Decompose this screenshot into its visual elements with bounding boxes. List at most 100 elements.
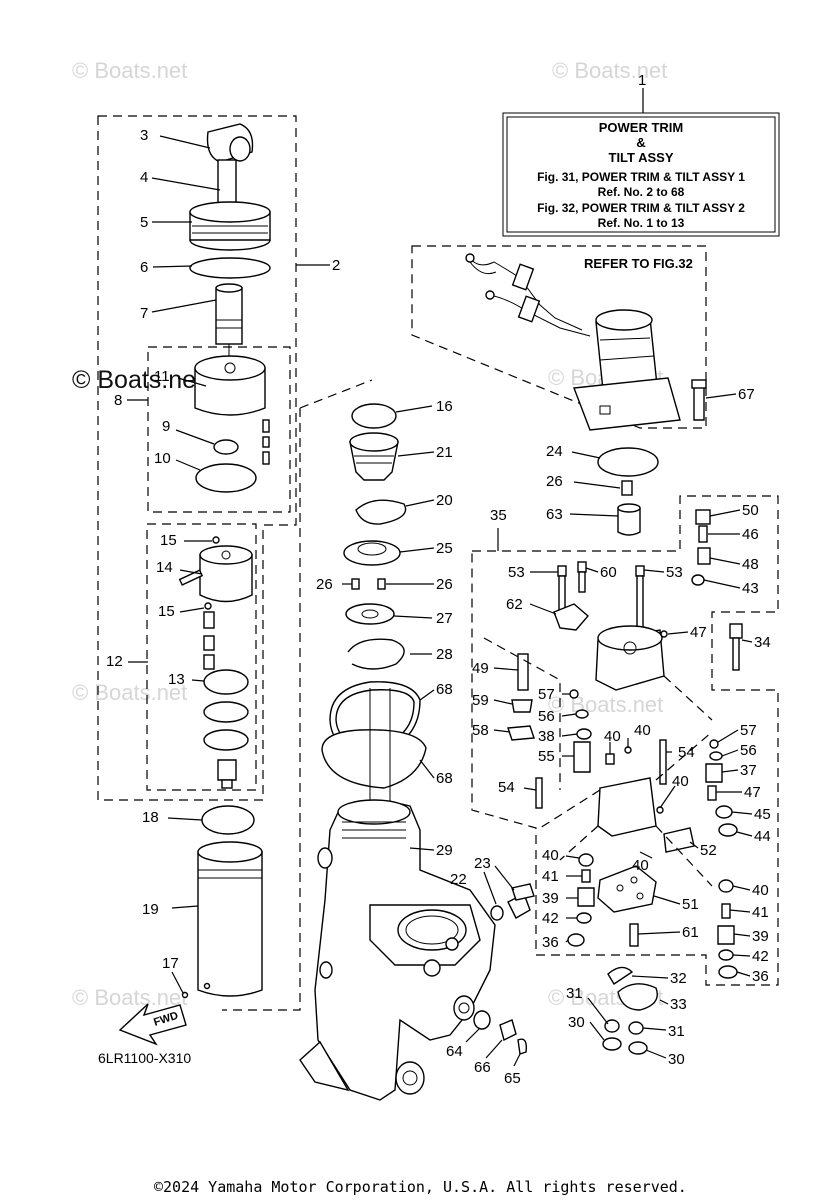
callout-57: 57 [538, 686, 555, 703]
ref-line-2: Fig. 32, POWER TRIM & TILT ASSY 2 [537, 201, 745, 215]
callout-26: 26 [436, 576, 453, 593]
callout-65: 65 [504, 1070, 521, 1087]
callout-58: 58 [472, 722, 489, 739]
callout-3: 3 [140, 127, 148, 144]
watermark: © Boats.net [548, 692, 663, 717]
fwd-badge: FWD [118, 1003, 187, 1046]
callout-54: 54 [498, 779, 515, 796]
free-piston [194, 355, 270, 493]
watermark: © Boats.net [72, 680, 187, 705]
callout-53: 53 [508, 564, 525, 581]
watermarks: © Boats.net © Boats.net © Boats.net © Bo… [72, 58, 667, 1010]
refer-label: REFER TO FIG.32 [584, 256, 693, 271]
callout-numbers: 1 2 3 4 5 6 7 8 9 10 11 12 13 14 15 15 1… [106, 72, 771, 1087]
watermark: © Boats.net [72, 58, 187, 83]
callout-53: 53 [666, 564, 683, 581]
callout-56: 56 [538, 708, 555, 725]
callout-15: 15 [158, 603, 175, 620]
title-line-2: & [636, 135, 645, 150]
callout-30: 30 [668, 1051, 685, 1068]
callout-61: 61 [682, 924, 699, 941]
callout-15: 15 [160, 532, 177, 549]
callout-66: 66 [474, 1059, 491, 1076]
callout-67: 67 [738, 386, 755, 403]
callout-8: 8 [114, 392, 122, 409]
callout-63: 63 [546, 506, 563, 523]
callout-9: 9 [162, 418, 170, 435]
callout-27: 27 [436, 610, 453, 627]
callout-41: 41 [542, 868, 559, 885]
callout-24: 24 [546, 443, 563, 460]
callout-25: 25 [436, 540, 453, 557]
callout-37: 37 [740, 762, 757, 779]
copyright: ©2024 Yamaha Motor Corporation, U.S.A. A… [154, 1178, 687, 1196]
callout-36: 36 [542, 934, 559, 951]
title-line-1: POWER TRIM [599, 120, 684, 135]
callout-34: 34 [754, 634, 771, 651]
callout-30: 30 [568, 1014, 585, 1031]
callout-40: 40 [542, 847, 559, 864]
callout-56: 56 [740, 742, 757, 759]
callout-2: 2 [332, 257, 340, 274]
callout-43: 43 [742, 580, 759, 597]
callout-6: 6 [140, 259, 148, 276]
callout-26: 26 [546, 473, 563, 490]
callout-13: 13 [168, 671, 185, 688]
callout-19: 19 [142, 901, 159, 918]
callout-45: 45 [754, 806, 771, 823]
ref-line-1-nos: Ref. No. 2 to 68 [598, 185, 685, 199]
watermark: © Boats.net [72, 985, 187, 1010]
pump-assembly [483, 447, 743, 1055]
callout-68: 68 [436, 681, 453, 698]
callout-46: 46 [742, 526, 759, 543]
callout-40: 40 [632, 857, 649, 874]
callout-28: 28 [436, 646, 453, 663]
callout-51: 51 [682, 896, 699, 913]
callout-23: 23 [474, 855, 491, 872]
callout-40: 40 [634, 722, 651, 739]
callout-10: 10 [154, 450, 171, 467]
callout-16: 16 [436, 398, 453, 415]
title-line-3: TILT ASSY [609, 150, 674, 165]
callout-1: 1 [638, 72, 646, 89]
callout-26: 26 [316, 576, 333, 593]
callout-17: 17 [162, 955, 179, 972]
callout-39: 39 [752, 928, 769, 945]
callout-59: 59 [472, 692, 489, 709]
callout-7: 7 [140, 305, 148, 322]
ref-line-1: Fig. 31, POWER TRIM & TILT ASSY 1 [537, 170, 745, 184]
callout-54: 54 [678, 744, 695, 761]
callout-68: 68 [436, 770, 453, 787]
callout-42: 42 [752, 948, 769, 965]
diagram-code: 6LR1100-X310 [98, 1050, 191, 1066]
watermark-dark: © Boats.net [72, 366, 203, 394]
callout-62: 62 [506, 596, 523, 613]
callout-52: 52 [700, 842, 717, 859]
callout-55: 55 [538, 748, 555, 765]
leader-lines [127, 135, 753, 1067]
callout-64: 64 [446, 1043, 463, 1060]
callout-11: 11 [154, 368, 170, 385]
callout-12: 12 [106, 653, 123, 670]
housing-fittings [473, 883, 535, 1055]
tilt-rod-assembly [189, 123, 271, 362]
callout-21: 21 [436, 444, 453, 461]
watermark: © Boats.net [552, 58, 667, 83]
callout-40: 40 [604, 728, 621, 745]
callout-4: 4 [140, 169, 148, 186]
callout-60: 60 [600, 564, 617, 581]
callout-14: 14 [156, 559, 173, 576]
callout-18: 18 [142, 809, 159, 826]
group-outlines [97, 115, 779, 1011]
callout-31: 31 [566, 985, 583, 1002]
callout-36: 36 [752, 968, 769, 985]
seals-68 [321, 681, 427, 820]
callout-42: 42 [542, 910, 559, 927]
callout-50: 50 [742, 502, 759, 519]
callout-20: 20 [436, 492, 453, 509]
callout-5: 5 [140, 214, 148, 231]
valve-group-12 [178, 536, 253, 789]
callout-48: 48 [742, 556, 759, 573]
callout-47: 47 [744, 784, 761, 801]
callout-39: 39 [542, 890, 559, 907]
